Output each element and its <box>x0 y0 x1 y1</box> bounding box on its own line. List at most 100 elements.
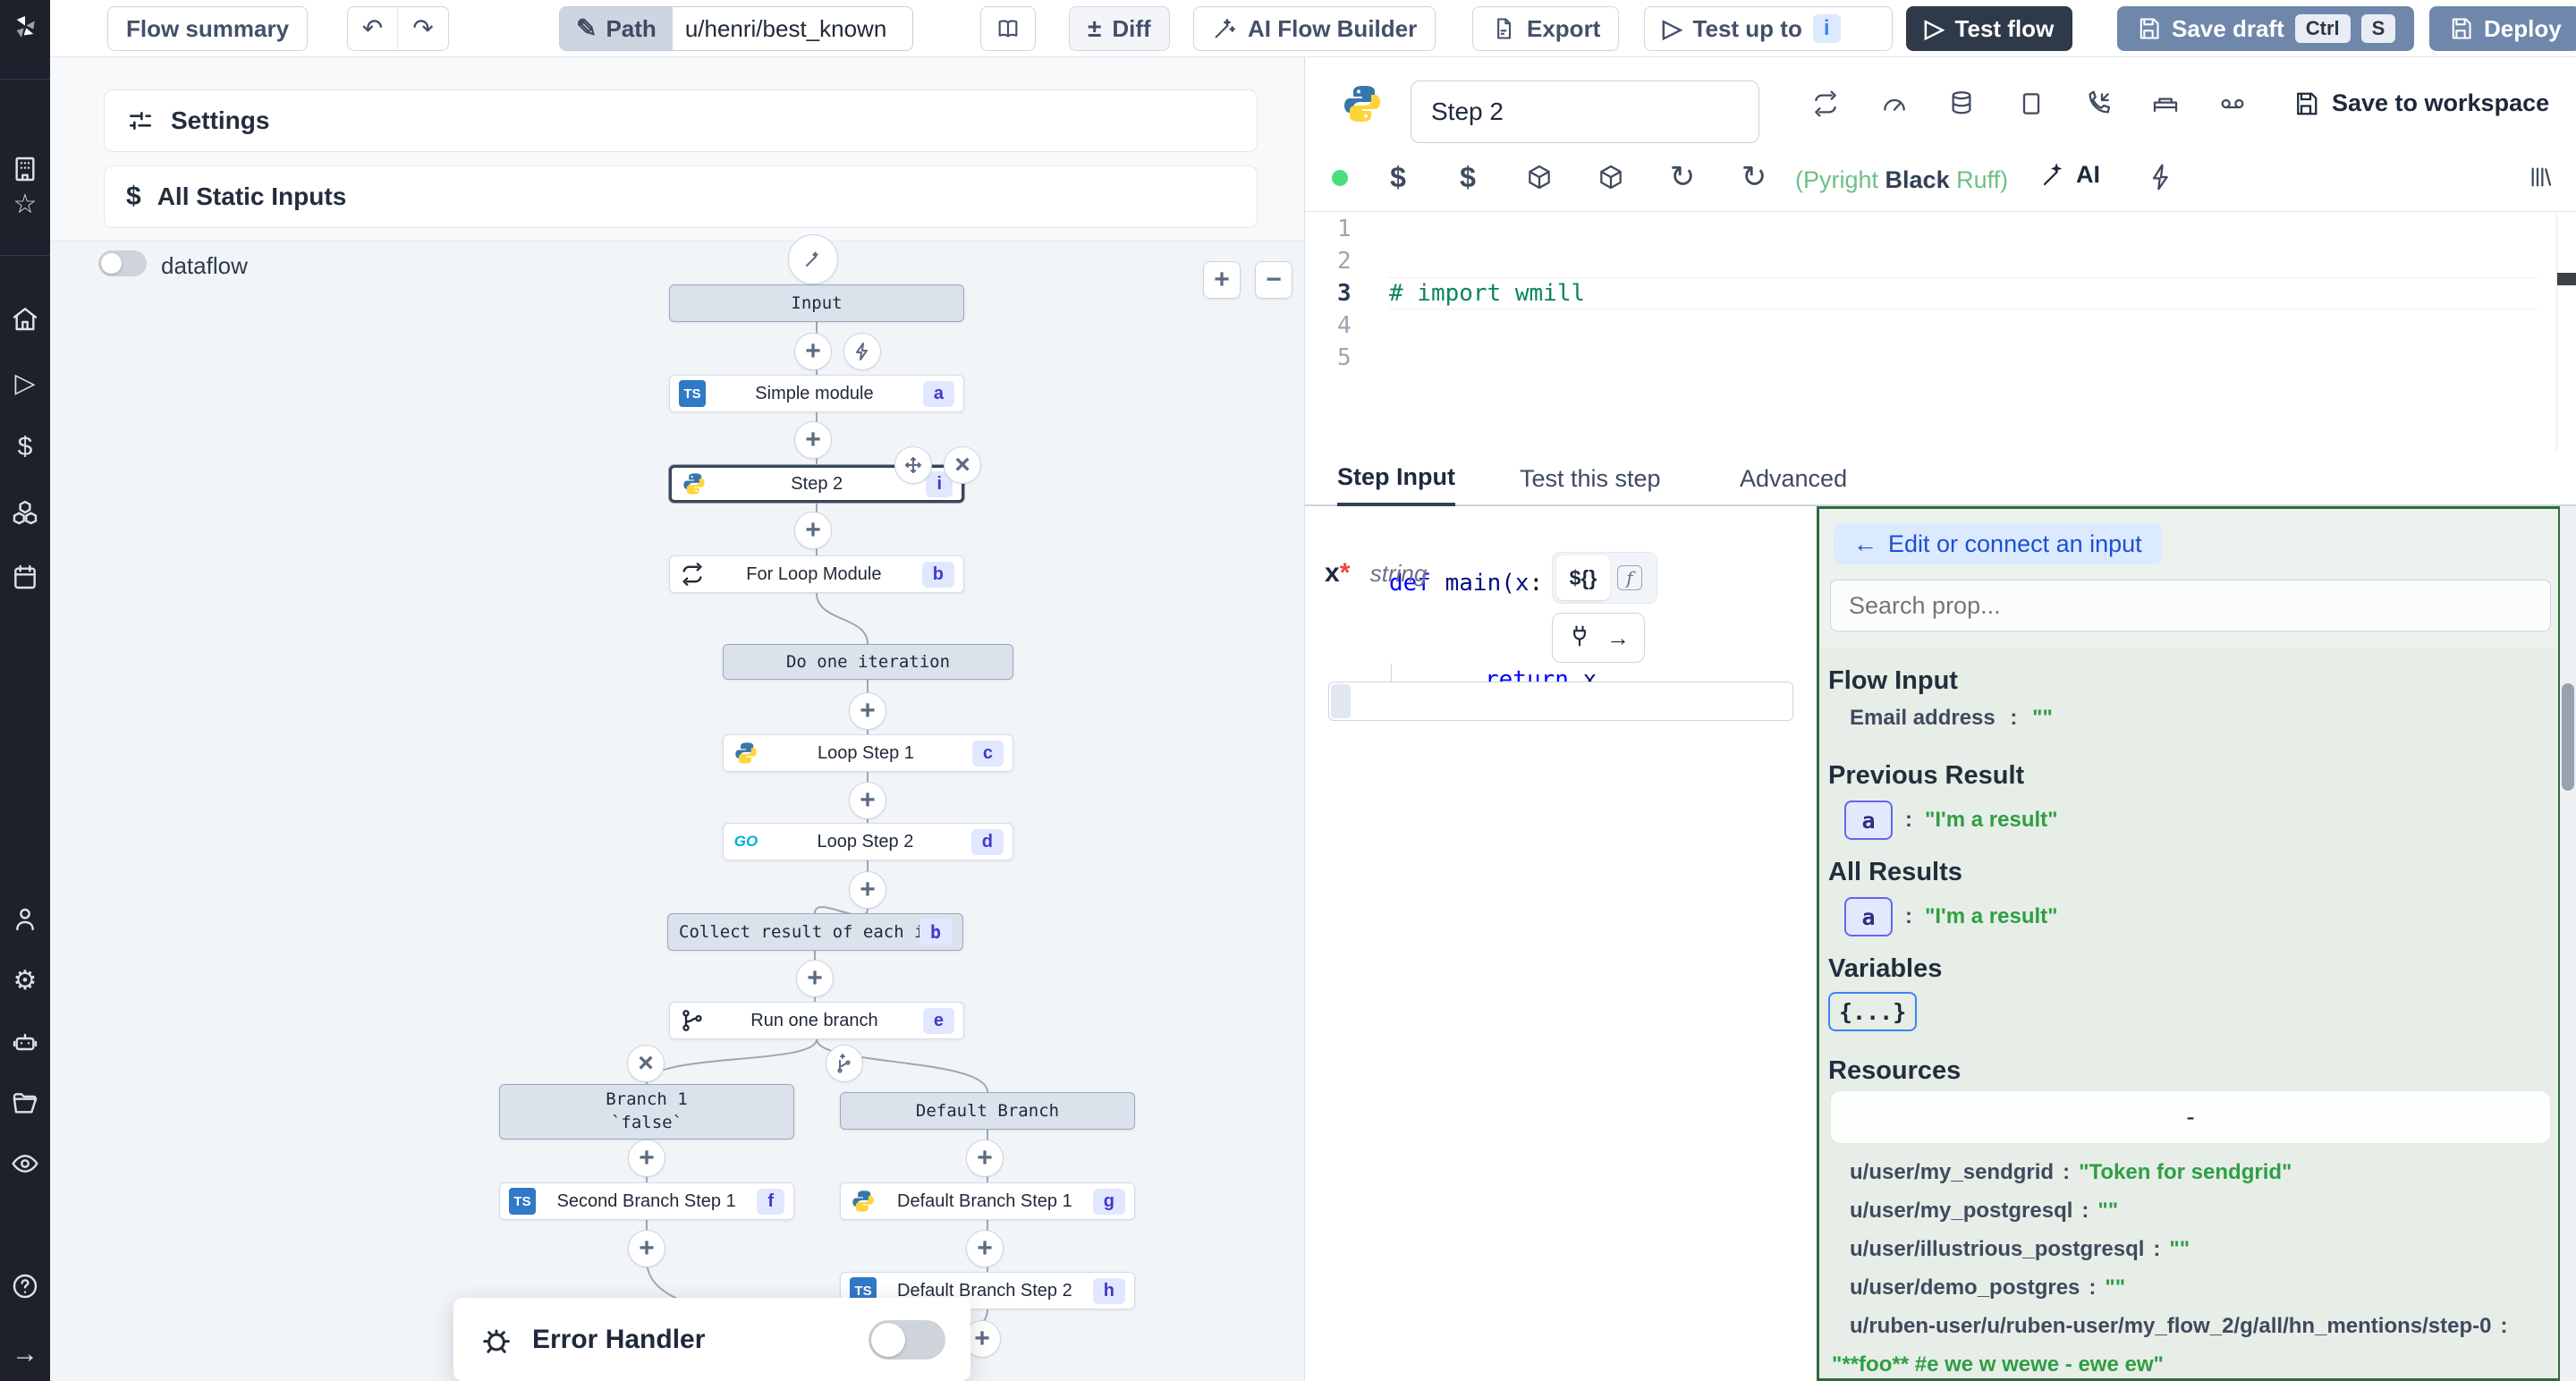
lightning-icon[interactable] <box>2141 157 2181 197</box>
resource-row[interactable]: u/user/my_postgresql:"" <box>1850 1199 2119 1223</box>
node-default-branch[interactable]: Default Branch <box>840 1092 1135 1130</box>
test-flow-button[interactable]: ▷ Test flow <box>1906 6 2073 51</box>
windmill-logo-icon[interactable] <box>10 12 40 42</box>
step-name-input[interactable] <box>1411 80 1759 143</box>
previous-result-row[interactable]: a : "I'm a result" <box>1844 801 2058 840</box>
sidebar-item-users[interactable] <box>10 903 40 934</box>
suspend-phone-icon[interactable] <box>2079 84 2118 123</box>
diff-button[interactable]: ± Diff <box>1069 6 1170 51</box>
sidebar-item-workspace[interactable] <box>10 154 40 184</box>
test-up-to-button[interactable]: ▷ Test up to i <box>1644 6 1893 51</box>
reload-icon[interactable]: ↻ <box>1741 160 1767 194</box>
sidebar-item-home[interactable] <box>10 303 40 334</box>
assets-dollar-icon[interactable]: $ <box>1390 160 1406 193</box>
node-loop-step-2[interactable]: GO Loop Step 2 d <box>723 823 1013 860</box>
add-step-button[interactable]: + <box>966 1140 1004 1177</box>
ai-step-wand-button[interactable] <box>788 234 838 284</box>
sidebar-item-folders[interactable] <box>10 1089 40 1119</box>
variables-chip[interactable]: {...} <box>1828 992 1918 1031</box>
delete-step-button[interactable]: × <box>944 446 981 484</box>
sidebar-item-runs[interactable]: ▷ <box>14 368 36 398</box>
node-default-branch-step-1[interactable]: Default Branch Step 1 g <box>840 1182 1135 1220</box>
remove-branch-button[interactable]: × <box>627 1045 665 1082</box>
node-run-one-branch[interactable]: Run one branch e <box>669 1002 964 1039</box>
sidebar-item-resources[interactable] <box>10 497 40 528</box>
node-simple-module[interactable]: TS Simple module a <box>669 375 964 412</box>
node-input[interactable]: Input <box>669 284 964 322</box>
resources-filter-box[interactable]: - <box>1830 1090 2551 1144</box>
add-branch-button[interactable] <box>826 1045 863 1082</box>
voicemail-icon[interactable] <box>2213 84 2252 123</box>
zoom-in-button[interactable]: + <box>1203 261 1241 299</box>
plug-icon[interactable] <box>1567 623 1592 653</box>
redo-button[interactable]: ↷ <box>412 14 434 42</box>
all-static-inputs-card[interactable]: $ All Static Inputs <box>104 165 1258 228</box>
path-label[interactable]: ✎ Path <box>560 7 673 50</box>
node-for-loop[interactable]: For Loop Module b <box>669 555 964 593</box>
flow-input-row[interactable]: Email address : "" <box>1850 706 2053 730</box>
node-loop-step-1[interactable]: Loop Step 1 c <box>723 734 1013 772</box>
variables-dollar-icon[interactable]: $ <box>1460 160 1476 193</box>
resource-row[interactable]: u/user/illustrious_postgresql:"" <box>1850 1237 2190 1261</box>
flow-summary-button[interactable]: Flow summary <box>107 6 309 51</box>
sleep-icon[interactable] <box>2146 84 2185 123</box>
reload-icon[interactable]: ↻ <box>1669 160 1696 194</box>
search-prop-input[interactable] <box>1830 580 2551 631</box>
all-results-row[interactable]: a : "I'm a result" <box>1844 897 2058 936</box>
resource-row[interactable]: u/user/my_sendgrid:"Token for sendgrid" <box>1850 1160 2292 1184</box>
code-assistants-status[interactable]: (Pyright Black Ruff) <box>1795 166 2009 193</box>
node-do-one-iteration[interactable]: Do one iteration <box>723 644 1013 680</box>
ai-flow-builder-button[interactable]: AI Flow Builder <box>1193 6 1436 51</box>
trigger-lightning-button[interactable] <box>843 333 881 370</box>
result-key-chip[interactable]: a <box>1844 897 1893 936</box>
code-editor[interactable]: 1 2 3 4 5 # import wmill def main(x: str… <box>1305 213 2576 696</box>
export-button[interactable]: Export <box>1472 6 1620 51</box>
arrow-right-icon[interactable]: → <box>1606 623 1630 651</box>
scrollbar-thumb[interactable] <box>2562 683 2574 791</box>
sidebar-item-ai[interactable] <box>10 1027 40 1057</box>
resource-row[interactable]: u/ruben-user/u/ruben-user/my_flow_2/g/al… <box>1850 1314 2508 1338</box>
javascript-fn-toggle[interactable]: f <box>1610 565 1649 590</box>
add-step-button[interactable]: + <box>794 333 832 370</box>
package-icon[interactable] <box>1520 157 1559 197</box>
sidebar-item-audit[interactable] <box>10 1148 40 1179</box>
tab-test-this-step[interactable]: Test this step <box>1520 464 1661 492</box>
add-step-button[interactable]: + <box>794 421 832 459</box>
sidebar-item-favorites[interactable]: ☆ <box>13 189 38 219</box>
save-draft-button[interactable]: Save draft Ctrl S <box>2117 6 2415 51</box>
node-branch-1[interactable]: Branch 1 `false` <box>499 1084 794 1140</box>
zoom-out-button[interactable]: − <box>1255 261 1292 299</box>
add-step-button[interactable]: + <box>628 1230 665 1267</box>
add-step-button[interactable]: + <box>849 692 886 730</box>
tab-advanced[interactable]: Advanced <box>1740 464 1848 492</box>
template-expr-toggle[interactable]: ${} <box>1556 555 1610 600</box>
package-icon[interactable] <box>1591 157 1631 197</box>
error-handler-toggle[interactable] <box>869 1319 945 1360</box>
sidebar-item-variables[interactable]: $ <box>17 432 33 462</box>
ai-assistant-button[interactable]: AI <box>2040 161 2100 189</box>
add-step-button[interactable]: + <box>849 782 886 819</box>
flow-settings-card[interactable]: Settings <box>104 89 1258 152</box>
add-step-button[interactable]: + <box>966 1230 1004 1267</box>
sidebar-item-help[interactable] <box>10 1271 40 1301</box>
sidebar-expand-icon[interactable]: → <box>12 1339 38 1368</box>
add-step-button[interactable]: + <box>794 512 832 549</box>
move-step-button[interactable] <box>894 446 932 484</box>
dataflow-toggle[interactable] <box>98 250 147 276</box>
arg-value-input[interactable] <box>1328 682 1793 721</box>
save-to-workspace-button[interactable]: Save to workspace <box>2292 89 2549 117</box>
concurrency-gauge-icon[interactable] <box>1875 84 1914 123</box>
path-input[interactable] <box>672 7 912 50</box>
node-collect-result[interactable]: Collect result of each iteration b <box>667 913 963 951</box>
cache-database-icon[interactable] <box>1942 84 1981 123</box>
edit-or-connect-button[interactable]: ← Edit or connect an input <box>1834 523 2162 564</box>
tab-step-input[interactable]: Step Input <box>1337 451 1455 506</box>
resource-row[interactable]: u/user/demo_postgres:"" <box>1850 1275 2126 1300</box>
add-step-button[interactable]: + <box>628 1140 665 1177</box>
undo-button[interactable]: ↶ <box>348 7 398 50</box>
node-second-branch-step-1[interactable]: TS Second Branch Step 1 f <box>499 1182 794 1220</box>
sidebar-item-settings[interactable]: ⚙ <box>13 965 38 996</box>
scrollbar-track[interactable] <box>2560 506 2576 1381</box>
mock-square-icon[interactable] <box>2012 84 2051 123</box>
library-icon[interactable] <box>2521 157 2561 197</box>
